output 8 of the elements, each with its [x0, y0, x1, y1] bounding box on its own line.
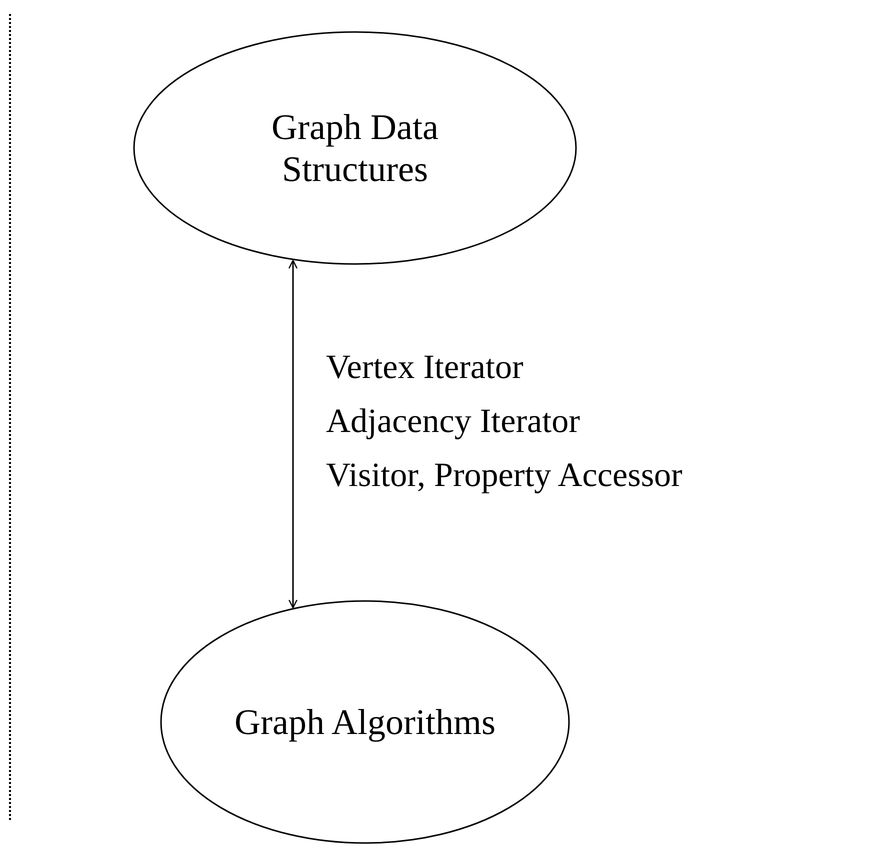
interface-label: Vertex Iterator: [326, 348, 524, 388]
interface-label: Visitor, Property Accessor: [326, 456, 682, 496]
node-label: Graph Data Structures: [270, 106, 440, 190]
double-arrow: [288, 260, 298, 608]
ellipse-node: [160, 600, 570, 844]
ellipse-node: [133, 31, 577, 265]
node-label: Graph Algorithms: [234, 701, 496, 743]
interface-label: Adjacency Iterator: [326, 402, 581, 442]
